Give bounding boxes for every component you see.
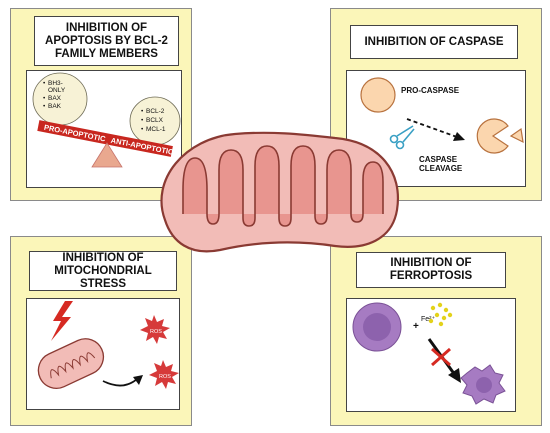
- pro-apoptotic-item: BH3-: [48, 80, 63, 87]
- panel-ferroptosis-illustration: + Fe²⁺: [346, 298, 516, 412]
- cleavage-label-line: CLEAVAGE: [419, 164, 463, 173]
- panel-mito-stress-illustration: ROS ROS: [26, 298, 180, 410]
- ros-burst: [149, 360, 179, 389]
- list-bullet: •: [43, 80, 46, 87]
- list-bullet: •: [43, 103, 46, 110]
- panel-bcl2-illustration: • BH3- ONLY • BAX • BAK • BCL-2 • BCLX •…: [26, 70, 182, 188]
- inhibition-x-icon: [431, 347, 451, 367]
- panel-ferroptosis-title: INHIBITION OF FERROPTOSIS: [356, 252, 506, 288]
- pro-caspase-label: PRO-CASPASE: [401, 86, 460, 95]
- anti-apoptotic-item: BCLX: [146, 117, 164, 124]
- bcl2-balance-diagram: • BH3- ONLY • BAX • BAK • BCL-2 • BCLX •…: [32, 72, 181, 168]
- cell-nucleus: [363, 313, 391, 341]
- scissors-icon: [389, 125, 415, 150]
- title-line: APOPTOSIS BY BCL-2: [45, 34, 168, 47]
- ros-label: ROS: [150, 329, 162, 335]
- title-line: INHIBITION OF: [390, 257, 472, 269]
- anti-apoptotic-item: MCL-1: [146, 126, 166, 133]
- cleavage-arrow-line: [406, 118, 458, 138]
- list-bullet: •: [43, 95, 46, 102]
- list-bullet: •: [141, 108, 144, 115]
- pro-apoptotic-item: BAX: [48, 95, 62, 102]
- list-bullet: •: [141, 126, 144, 133]
- pro-apoptotic-item: BAK: [48, 103, 62, 110]
- seesaw-fulcrum: [91, 142, 123, 168]
- pro-caspase-circle: [360, 77, 396, 113]
- anti-apoptotic-item: BCL-2: [146, 108, 165, 115]
- ferroptosis-arrowhead: [448, 368, 461, 383]
- pro-apoptotic-label: PRO-APOPTOTIC: [43, 123, 107, 144]
- title-line: FERROPTOSIS: [389, 270, 473, 282]
- iron-label: Fe²⁺: [421, 316, 436, 323]
- caspase-diagram: PRO-CASPASE CASPASE CLEAVAGE: [360, 77, 524, 173]
- title-line: INHIBITION OF: [65, 21, 148, 34]
- title-line: INHIBITION OF: [62, 251, 144, 264]
- title-line: STRESS: [79, 277, 126, 290]
- title-line: FAMILY MEMBERS: [55, 47, 158, 60]
- caspase-fragment: [509, 127, 524, 144]
- panel-caspase-title: INHIBITION OF CASPASE: [350, 25, 518, 59]
- panel-bcl2-title: INHIBITION OF APOPTOSIS BY BCL-2 FAMILY …: [34, 16, 179, 66]
- panel-mito-stress-title: INHIBITION OF MITOCHONDRIAL STRESS: [29, 251, 177, 291]
- small-mitochondrion: [37, 338, 105, 389]
- title-line: INHIBITION OF CASPASE: [364, 35, 504, 48]
- list-bullet: •: [141, 117, 144, 124]
- ros-label: ROS: [159, 374, 171, 380]
- mito-stress-diagram: ROS ROS: [37, 301, 179, 389]
- dying-cell-nucleus: [476, 377, 492, 393]
- panel-caspase-illustration: PRO-CASPASE CASPASE CLEAVAGE: [346, 70, 526, 187]
- ferroptosis-diagram: + Fe²⁺: [352, 302, 506, 405]
- plus-sign: +: [413, 321, 419, 332]
- ros-burst: [140, 315, 170, 344]
- pro-apoptotic-item: ONLY: [48, 87, 66, 94]
- cleaved-caspase-shape: [476, 118, 509, 154]
- iron-particles: [428, 302, 453, 327]
- lightning-bolt-icon: [51, 301, 73, 341]
- ros-arrow-line: [102, 378, 138, 387]
- cleavage-arrowhead: [453, 132, 465, 141]
- ros-arrowhead: [133, 375, 143, 385]
- title-line: MITOCHONDRIAL: [54, 264, 152, 277]
- cleavage-label-line: CASPASE: [419, 155, 458, 164]
